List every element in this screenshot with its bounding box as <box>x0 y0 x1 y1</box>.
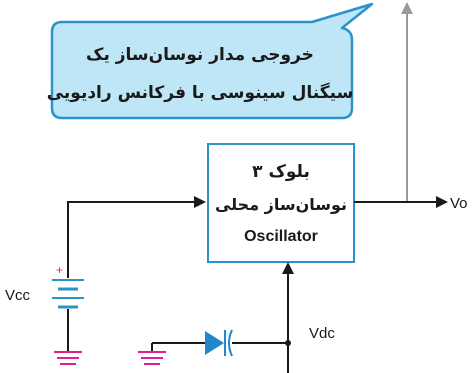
callout-line-2: سیگنال سینوسی با فرکانس رادیویی <box>47 82 354 103</box>
battery-plus-sign: + <box>56 263 63 277</box>
block-title: بلوک ۳ <box>252 162 310 182</box>
block-subtitle: نوسان‌ساز محلی <box>215 195 347 214</box>
vdc-label: Vdc <box>309 325 335 342</box>
output-branch-arrow <box>401 2 413 202</box>
oscillator-block: بلوک ۳ نوسان‌ساز محلی Oscillator <box>207 143 355 263</box>
callout-line-1: خروجی مدار نوسان‌ساز یک <box>86 45 314 65</box>
vcc-input-wire <box>67 196 206 278</box>
output-wire: Vo <box>354 195 468 212</box>
vcc-label: Vcc <box>5 287 31 304</box>
battery-symbol: + Vcc <box>5 263 84 352</box>
vo-label: Vo <box>450 195 468 212</box>
vdc-control-wire: Vdc <box>282 262 335 373</box>
callout-bubble: خروجی مدار نوسان‌ساز یک سیگنال سینوسی با… <box>47 2 374 120</box>
ground-symbol-battery <box>54 351 82 365</box>
ground-symbol-diode <box>138 343 166 365</box>
block-name: Oscillator <box>244 228 318 245</box>
varactor-diode <box>152 329 291 357</box>
